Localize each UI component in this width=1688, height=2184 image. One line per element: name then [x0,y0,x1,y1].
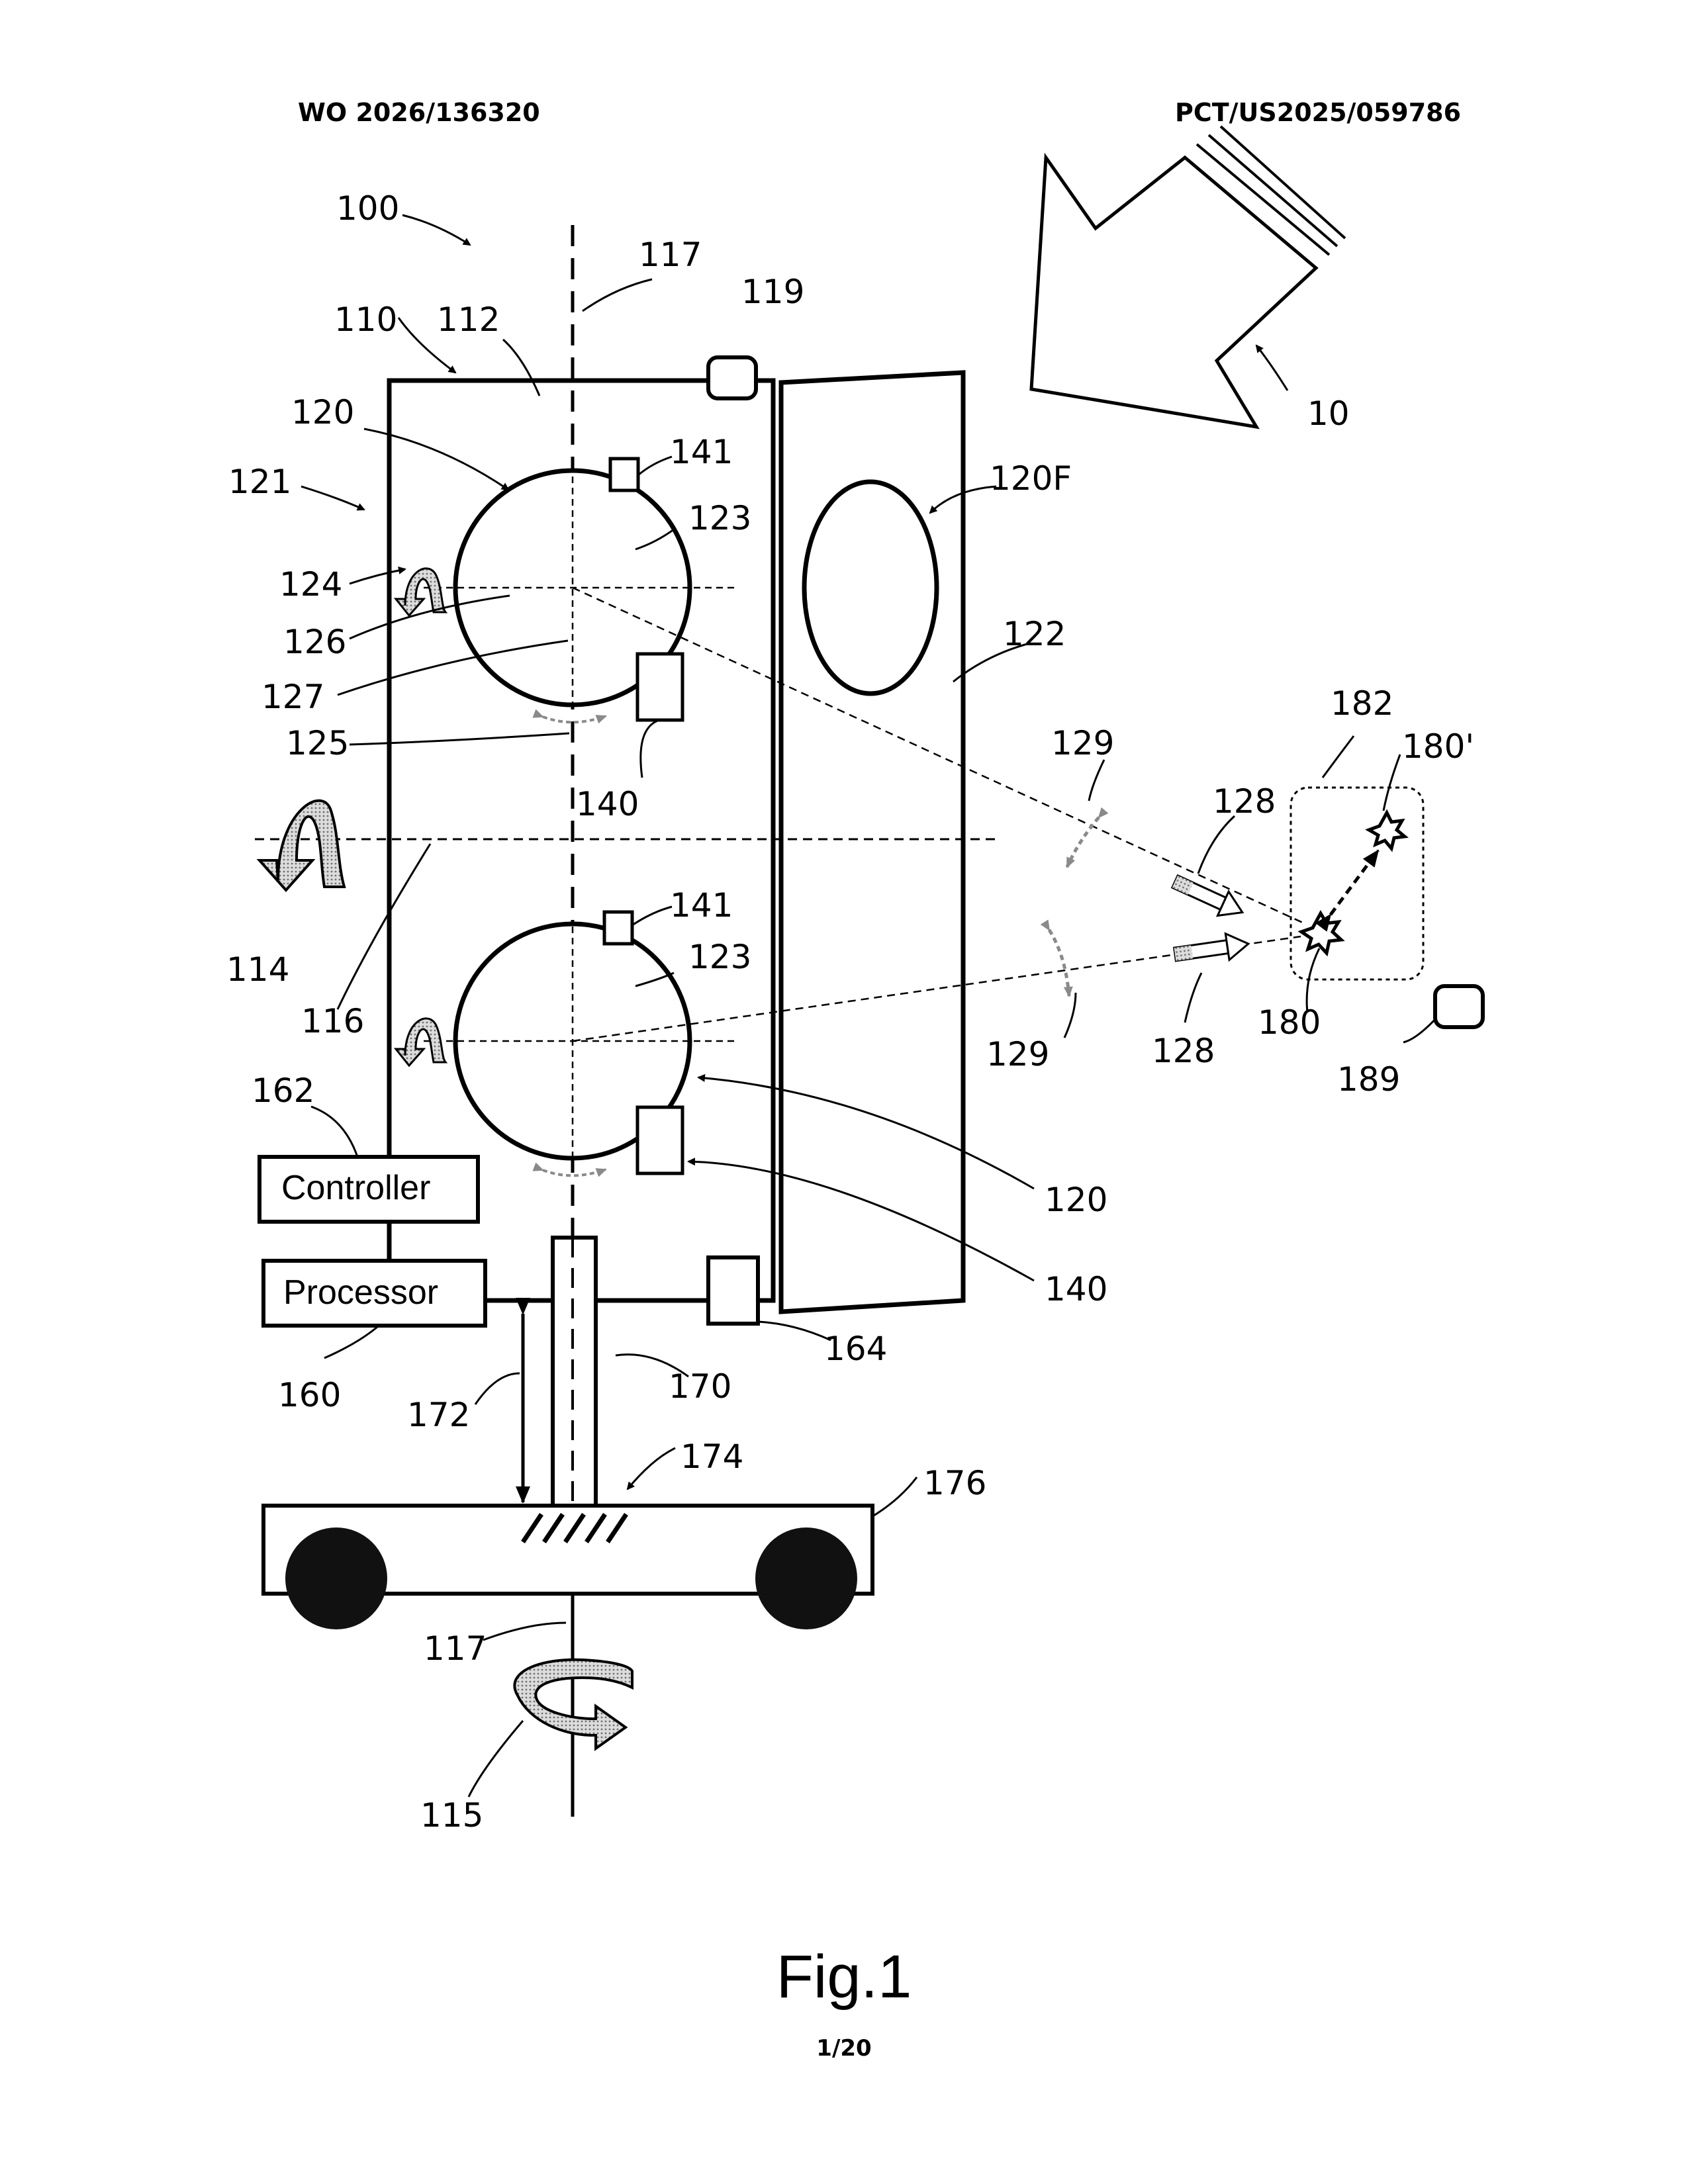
rotation-arrow-124-lower [396,1019,445,1066]
label-125: 125 [286,724,349,762]
label-128-bot: 128 [1152,1032,1215,1070]
rotation-arrow-114 [259,801,344,890]
component-164 [708,1257,758,1324]
label-120-top: 120 [291,393,354,432]
page-number: 1/20 [0,2035,1688,2062]
label-160: 160 [278,1376,341,1414]
wheel-left [285,1527,387,1629]
label-110: 110 [334,300,397,339]
label-140-top: 140 [576,785,639,823]
oscillation-arrow-upper [543,716,606,722]
target-point-180p [1369,813,1405,848]
label-121: 121 [228,463,291,501]
figure-caption: Fig.1 [0,1942,1688,2012]
label-129-bot: 129 [986,1035,1049,1073]
label-141-bot: 141 [670,886,733,925]
label-141-top: 141 [670,433,733,471]
label-119: 119 [741,273,804,311]
label-122: 122 [1003,615,1066,653]
label-117-bot: 117 [424,1629,487,1668]
upper-scanner [424,459,738,720]
label-162: 162 [252,1071,314,1110]
controller-label: Controller [281,1169,430,1207]
label-112: 112 [437,300,500,339]
window-120F [804,482,937,694]
label-164: 164 [824,1330,887,1368]
pulse-lower [1173,931,1250,968]
deflection-arrow-upper [1067,817,1099,867]
sensor-119 [708,357,756,398]
label-115: 115 [420,1796,483,1835]
processor-label: Processor [283,1273,438,1312]
label-182: 182 [1331,684,1393,723]
label-123-bot: 123 [688,938,751,976]
label-127: 127 [261,678,324,716]
label-123-top: 123 [688,499,751,537]
label-189: 189 [1337,1060,1400,1099]
label-120-bot: 120 [1045,1181,1107,1219]
label-100: 100 [336,189,399,228]
label-180: 180 [1258,1003,1321,1042]
beam-upper [573,588,1304,923]
stand-column [553,1238,596,1509]
label-176: 176 [923,1464,986,1502]
deflection-arrow-lower [1049,930,1069,996]
device-189 [1435,986,1483,1027]
label-10: 10 [1307,394,1350,433]
label-126: 126 [283,623,346,661]
window-panel [781,373,963,1312]
label-174: 174 [680,1437,743,1476]
label-170: 170 [669,1367,731,1406]
label-120F: 120F [990,459,1072,498]
label-140-bot: 140 [1045,1270,1107,1308]
target-displacement [1331,850,1378,915]
light-direction-arrow [1031,126,1345,427]
target-point-180 [1301,913,1341,953]
label-172: 172 [407,1396,470,1434]
wheel-right [755,1527,857,1629]
target-region [1291,788,1423,979]
label-129-top: 129 [1051,724,1114,762]
label-114: 114 [226,950,289,989]
label-116: 116 [301,1002,364,1040]
label-117-top: 117 [639,236,702,274]
label-124: 124 [279,565,342,604]
pulse-upper [1170,870,1248,925]
label-128-top: 128 [1213,782,1276,821]
label-180p: 180' [1402,727,1474,766]
